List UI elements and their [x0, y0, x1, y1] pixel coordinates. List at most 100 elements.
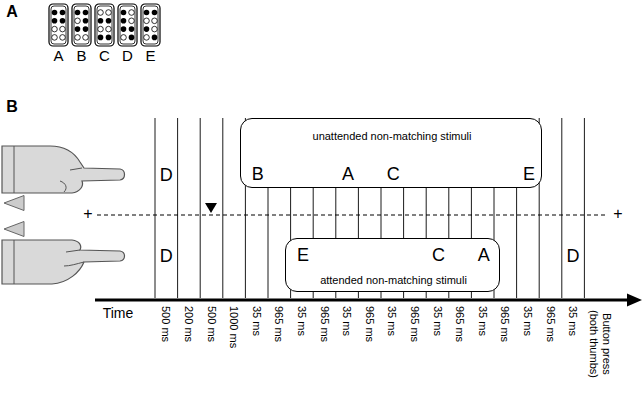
axis-label: Time [103, 305, 134, 321]
dot [83, 10, 89, 16]
cell-frame [143, 6, 158, 44]
dot [121, 18, 127, 24]
cell-frame [74, 6, 89, 44]
dot [129, 35, 135, 41]
dot [152, 18, 158, 24]
cell-frame [49, 4, 68, 46]
dot [98, 35, 104, 41]
hand-detail [14, 146, 82, 193]
side-triangle [4, 196, 24, 211]
dot-cell [95, 4, 114, 46]
hand-detail [14, 240, 84, 284]
duration-label: 200 ms [183, 306, 196, 342]
duration-label: 965 ms [273, 306, 286, 342]
hand-shape [2, 240, 125, 284]
stimulus-letter: C [387, 164, 400, 185]
hand-shape [2, 146, 125, 193]
stimulus-letter: A [478, 245, 490, 266]
duration-label: 965 ms [454, 306, 467, 342]
stimulus-letter: A [342, 164, 354, 185]
fixation-cross: + [613, 205, 622, 223]
dot [106, 26, 112, 32]
dot [152, 26, 158, 32]
response-label: Button press (both thumbs) [587, 306, 612, 382]
duration-label: 35 ms [250, 306, 263, 336]
dot [106, 35, 112, 41]
duration-label: 965 ms [499, 306, 512, 342]
duration-label: 35 ms [431, 306, 444, 336]
stimulus-letter: D [160, 165, 173, 186]
duration-label: 35 ms [476, 306, 489, 336]
stimulus-letter: E [523, 164, 535, 185]
dot [98, 18, 104, 24]
dot [60, 26, 66, 32]
cell-label: E [145, 47, 155, 64]
duration-label: 500 ms [205, 306, 218, 342]
dot [75, 26, 81, 32]
dot [106, 18, 112, 24]
dot [60, 35, 66, 41]
dot [83, 26, 89, 32]
dot [75, 10, 81, 16]
duration-label: 500 ms [160, 306, 173, 342]
dot [129, 26, 135, 32]
dot [152, 35, 158, 41]
cell-label: A [53, 47, 63, 64]
hand-bottom [2, 240, 125, 284]
stimulus-letter: B [252, 164, 264, 185]
duration-label: 965 ms [409, 306, 422, 342]
dot [83, 18, 89, 24]
cell-frame [95, 4, 114, 46]
dot [144, 35, 150, 41]
dot [83, 35, 89, 41]
duration-label: 35 ms [386, 306, 399, 336]
dot-cell [72, 4, 91, 46]
dot [144, 18, 150, 24]
duration-label: 35 ms [296, 306, 309, 336]
duration-label: 1000 ms [228, 306, 241, 348]
panel-label: A [6, 3, 18, 21]
dot [129, 18, 135, 24]
cell-frame [72, 4, 91, 46]
dot [144, 26, 150, 32]
dot-cell [141, 4, 160, 46]
dot [60, 10, 66, 16]
dot [52, 18, 58, 24]
fixation-cross: + [83, 205, 92, 223]
interval-grid [155, 118, 584, 298]
dot [144, 10, 150, 16]
dot [106, 10, 112, 16]
stimulus-letter: E [297, 245, 309, 266]
dot [52, 10, 58, 16]
duration-label: 965 ms [318, 306, 331, 342]
dot [129, 10, 135, 16]
cell-frame [97, 6, 112, 44]
cell-label: B [76, 47, 86, 64]
dot [121, 10, 127, 16]
stimulus-group-box: attended non-matching stimuliECA [285, 238, 500, 292]
dot [75, 18, 81, 24]
fixation-line [97, 215, 607, 216]
dot [52, 26, 58, 32]
box-title: attended non-matching stimuli [320, 274, 467, 287]
duration-label: 35 ms [522, 306, 535, 336]
side-triangle [4, 222, 24, 237]
duration-label: 965 ms [544, 306, 557, 342]
cell-label: D [122, 47, 133, 64]
dot [121, 35, 127, 41]
time-axis [95, 299, 630, 302]
dot-cell [118, 4, 137, 46]
cell-frame [120, 6, 135, 44]
cell-frame [118, 4, 137, 46]
cell-frame [141, 4, 160, 46]
dot [121, 26, 127, 32]
hand-top [2, 146, 125, 193]
panel-label: B [6, 98, 18, 116]
dot [52, 35, 58, 41]
duration-label: 965 ms [363, 306, 376, 342]
dot [98, 10, 104, 16]
dot-cell [49, 4, 68, 46]
duration-label: 35 ms [341, 306, 354, 336]
time-arrowhead [627, 294, 642, 307]
